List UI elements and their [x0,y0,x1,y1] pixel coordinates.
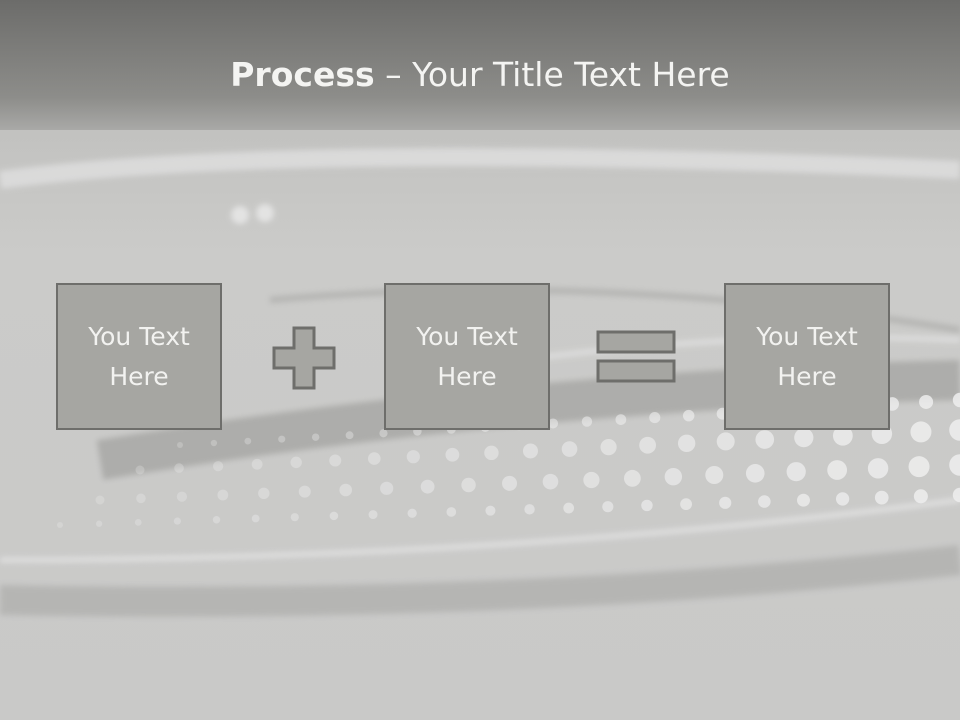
platter-dot [832,425,853,446]
platter-dot [639,436,657,454]
process-box-2[interactable]: You Text Here [384,283,550,430]
slide-header [0,0,960,130]
platter-dot [251,458,263,470]
platter-dot [251,514,260,523]
platter-dot [244,437,252,445]
platter-dot [339,483,353,497]
platter-dot [600,439,617,456]
process-box-2-label: You Text Here [416,321,518,391]
process-box-3[interactable]: You Text Here [724,283,890,430]
platter-dot [298,485,311,498]
platter-dot [563,502,575,514]
platter-dot [680,498,693,511]
platter-dot [682,409,695,422]
platter-dot [867,458,889,479]
platter-dot [745,464,765,483]
plus-icon [272,326,336,390]
platter-dot [581,416,593,427]
platter-dot [705,466,724,484]
platter-dot [95,520,103,527]
platter-dot [664,467,683,486]
platter-dot [797,493,810,507]
platter-dot [524,504,535,515]
platter-dot [95,495,105,505]
platter-dot [952,487,960,503]
platter-dot [649,412,661,424]
platter-dot [329,454,342,467]
platter-dot [919,394,934,409]
platter-dot [949,419,960,441]
platter-dot [542,473,559,490]
platter-dot [874,490,889,505]
platter-dot [420,479,435,494]
platter-dot [212,516,221,524]
platter-dot [367,452,381,465]
platter-dot [311,433,320,441]
platter-dot [677,434,696,453]
platter-dot [827,460,848,480]
platter-dot [212,461,224,472]
process-box-1-label: You Text Here [88,321,190,391]
platter-dot [548,418,559,429]
platter-dot [908,456,930,478]
platter-dot [57,522,63,528]
platter-dot [910,421,932,443]
platter-dot [136,493,146,504]
platter-dot [794,428,814,448]
platter-dot [368,510,378,520]
platter-dot [290,456,302,469]
platter-dot [446,507,457,517]
platter-dot [623,469,641,487]
platter-dot [176,491,188,502]
platter-dot [278,435,286,443]
platter-dot [913,489,928,504]
platter-dot [835,492,850,506]
platter-dot [786,462,806,482]
platter-dot [583,471,600,489]
platter-dot [258,487,270,500]
platter-dot [407,508,417,518]
platter-dot [173,517,181,525]
platter-dot [561,441,578,457]
platter-dot [445,447,460,462]
platter-dot [134,519,142,526]
platter-dot [380,481,394,495]
platter-dot [174,463,184,473]
platter-dot [502,475,518,491]
platter-dot [461,477,476,493]
platter-dot [290,513,299,522]
platter-dot [379,429,388,438]
platter-dot [755,430,775,449]
process-box-1[interactable]: You Text Here [56,283,222,430]
platter-dot [615,414,627,425]
platter-dot [210,439,218,447]
platter-dot [406,450,420,464]
platter-dot [484,445,499,461]
platter-dot [345,431,354,440]
platter-dot [641,499,653,512]
equals-icon [596,330,676,383]
title-bold: Process [230,55,375,94]
platter-dot [602,501,614,513]
platter-dot [952,392,960,408]
slide-title: Process – Your Title Text Here [0,52,960,98]
process-box-3-label: You Text Here [756,321,858,391]
platter-dot [719,496,732,509]
title-rest: – Your Title Text Here [374,55,730,94]
platter-dot [949,454,960,476]
platter-dot [217,489,229,501]
platter-dot [177,442,183,448]
platter-dot [716,432,735,451]
platter-dot [522,443,538,459]
platter-dot [485,505,496,516]
platter-dot [329,511,339,521]
platter-dot [135,465,145,475]
platter-dot [758,495,771,508]
